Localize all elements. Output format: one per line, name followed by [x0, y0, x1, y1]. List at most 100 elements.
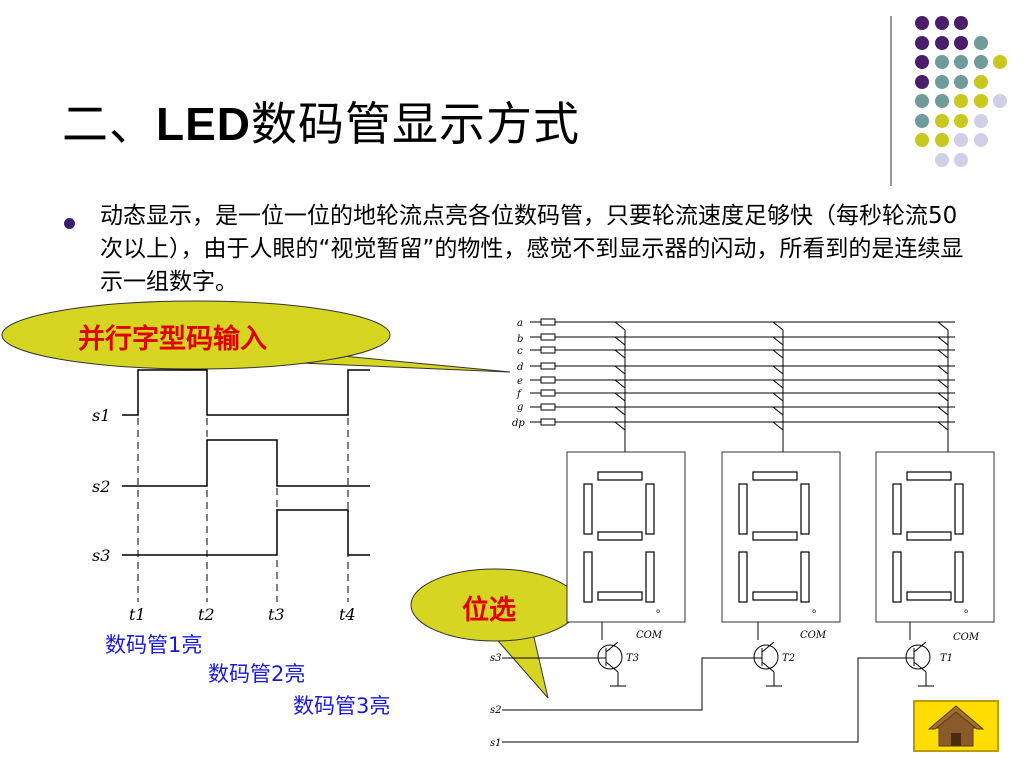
- display-segment: [892, 483, 902, 535]
- segment-resistor: [540, 403, 556, 411]
- transistor-emitter: [605, 661, 619, 673]
- callout-bit-select: 位选: [462, 595, 516, 626]
- segment-resistor: [540, 389, 556, 397]
- com-label-2: COM: [800, 630, 827, 641]
- segment-resistor: [540, 318, 556, 326]
- display-segment: [597, 531, 643, 541]
- display-segment: [752, 471, 798, 481]
- decimal-point-2: 。: [812, 602, 823, 615]
- decorative-dot: [915, 94, 929, 108]
- display-segment: [738, 551, 748, 603]
- waveform-s1: [122, 369, 370, 416]
- decorative-dot: [915, 113, 929, 128]
- display-segment: [800, 551, 810, 603]
- decorative-dot: [934, 152, 949, 167]
- svg-text:a: a: [517, 318, 523, 329]
- decorative-dot: [934, 113, 949, 128]
- bus-tap: [937, 379, 949, 389]
- home-button[interactable]: [913, 700, 999, 752]
- decorative-dot: [954, 55, 968, 69]
- bus-tap: [937, 349, 949, 359]
- bus-tap: [937, 365, 949, 375]
- label-digit1-lit: 数码管1亮: [105, 633, 203, 657]
- decimal-point-3: 。: [964, 602, 975, 615]
- decorative-dot: [934, 35, 949, 50]
- display-segment: [752, 591, 798, 601]
- svg-text:c: c: [517, 346, 523, 357]
- bus-tap: [772, 336, 784, 346]
- bus-tap: [772, 392, 784, 402]
- transistor-collector: [913, 641, 927, 653]
- bus-tap: [937, 321, 949, 331]
- display-segment: [800, 483, 810, 535]
- select-label-s3: s3: [490, 653, 502, 664]
- bus-tap: [614, 365, 626, 375]
- timing-diagram: [122, 369, 370, 556]
- seven-segment-displays: [566, 451, 995, 623]
- transistor-label-t1: T1: [940, 653, 953, 664]
- decorative-dot: [993, 55, 1007, 69]
- title-suffix: 数码管显示方式: [251, 97, 580, 151]
- com-label-3: COM: [953, 632, 980, 643]
- decorative-dot: [915, 55, 929, 69]
- bus-tap: [772, 421, 784, 431]
- segment-resistor: [540, 376, 556, 384]
- segment-labels: a b c d e f g dp: [512, 318, 525, 429]
- segment-resistor: [540, 333, 556, 341]
- callout-bubble-parallel: [1, 300, 391, 370]
- segment-resistor: [540, 346, 556, 354]
- bullet-icon: [64, 218, 75, 229]
- decorative-dot: [954, 35, 968, 50]
- header-divider-line: [890, 16, 892, 186]
- decorative-dot: [954, 133, 968, 147]
- label-digit2-lit: 数码管2亮: [208, 662, 306, 686]
- signal-label-s1: s1: [92, 406, 110, 425]
- timing-guides: [137, 370, 349, 602]
- bus-tap: [937, 392, 949, 402]
- bus-tap: [937, 336, 949, 346]
- decorative-dot: [993, 94, 1007, 108]
- select-line-s1: [502, 657, 914, 743]
- display-segment: [954, 551, 964, 603]
- bus-tap: [937, 421, 949, 431]
- title-prefix: 二、: [62, 97, 156, 151]
- decorative-dot: [954, 152, 968, 167]
- bus-tap: [614, 392, 626, 402]
- decorative-dot: [915, 133, 929, 147]
- display-segment: [645, 483, 655, 535]
- decorative-dot: [915, 16, 929, 30]
- time-label-t4: t4: [339, 605, 356, 624]
- decorative-dot: [915, 74, 929, 89]
- time-label-t3: t3: [268, 605, 285, 624]
- svg-text:f: f: [516, 389, 523, 400]
- decorative-dot: [934, 94, 949, 108]
- time-label-t2: t2: [198, 605, 215, 624]
- display-segment: [645, 551, 655, 603]
- transistor-label-t2: T2: [782, 653, 795, 664]
- title-bold: LED: [156, 98, 251, 150]
- transistor-collector: [605, 641, 619, 653]
- select-line-s2: [502, 657, 762, 711]
- waveform-s3: [122, 509, 370, 556]
- transistor-emitter: [913, 661, 927, 673]
- transistor-body: [905, 644, 931, 670]
- decorative-dot: [954, 74, 968, 89]
- display-segment: [954, 483, 964, 535]
- decorative-dot: [973, 35, 988, 50]
- segment-resistor: [540, 362, 556, 370]
- display-segment: [752, 531, 798, 541]
- bus-tap: [614, 321, 626, 331]
- callout-parallel-input: 并行字型码输入: [78, 324, 267, 355]
- decorative-dot: [934, 74, 949, 89]
- transistor-body: [753, 644, 779, 670]
- svg-text:dp: dp: [512, 418, 525, 429]
- display-segment: [583, 551, 593, 603]
- decorative-dot: [934, 16, 949, 30]
- label-digit3-lit: 数码管3亮: [293, 694, 391, 718]
- transistor-emitter: [761, 661, 775, 673]
- select-label-s1: s1: [490, 738, 502, 749]
- waveform-s2: [122, 439, 370, 487]
- decorative-dot: [915, 35, 929, 50]
- time-label-t1: t1: [129, 605, 146, 624]
- bus-tap: [614, 379, 626, 389]
